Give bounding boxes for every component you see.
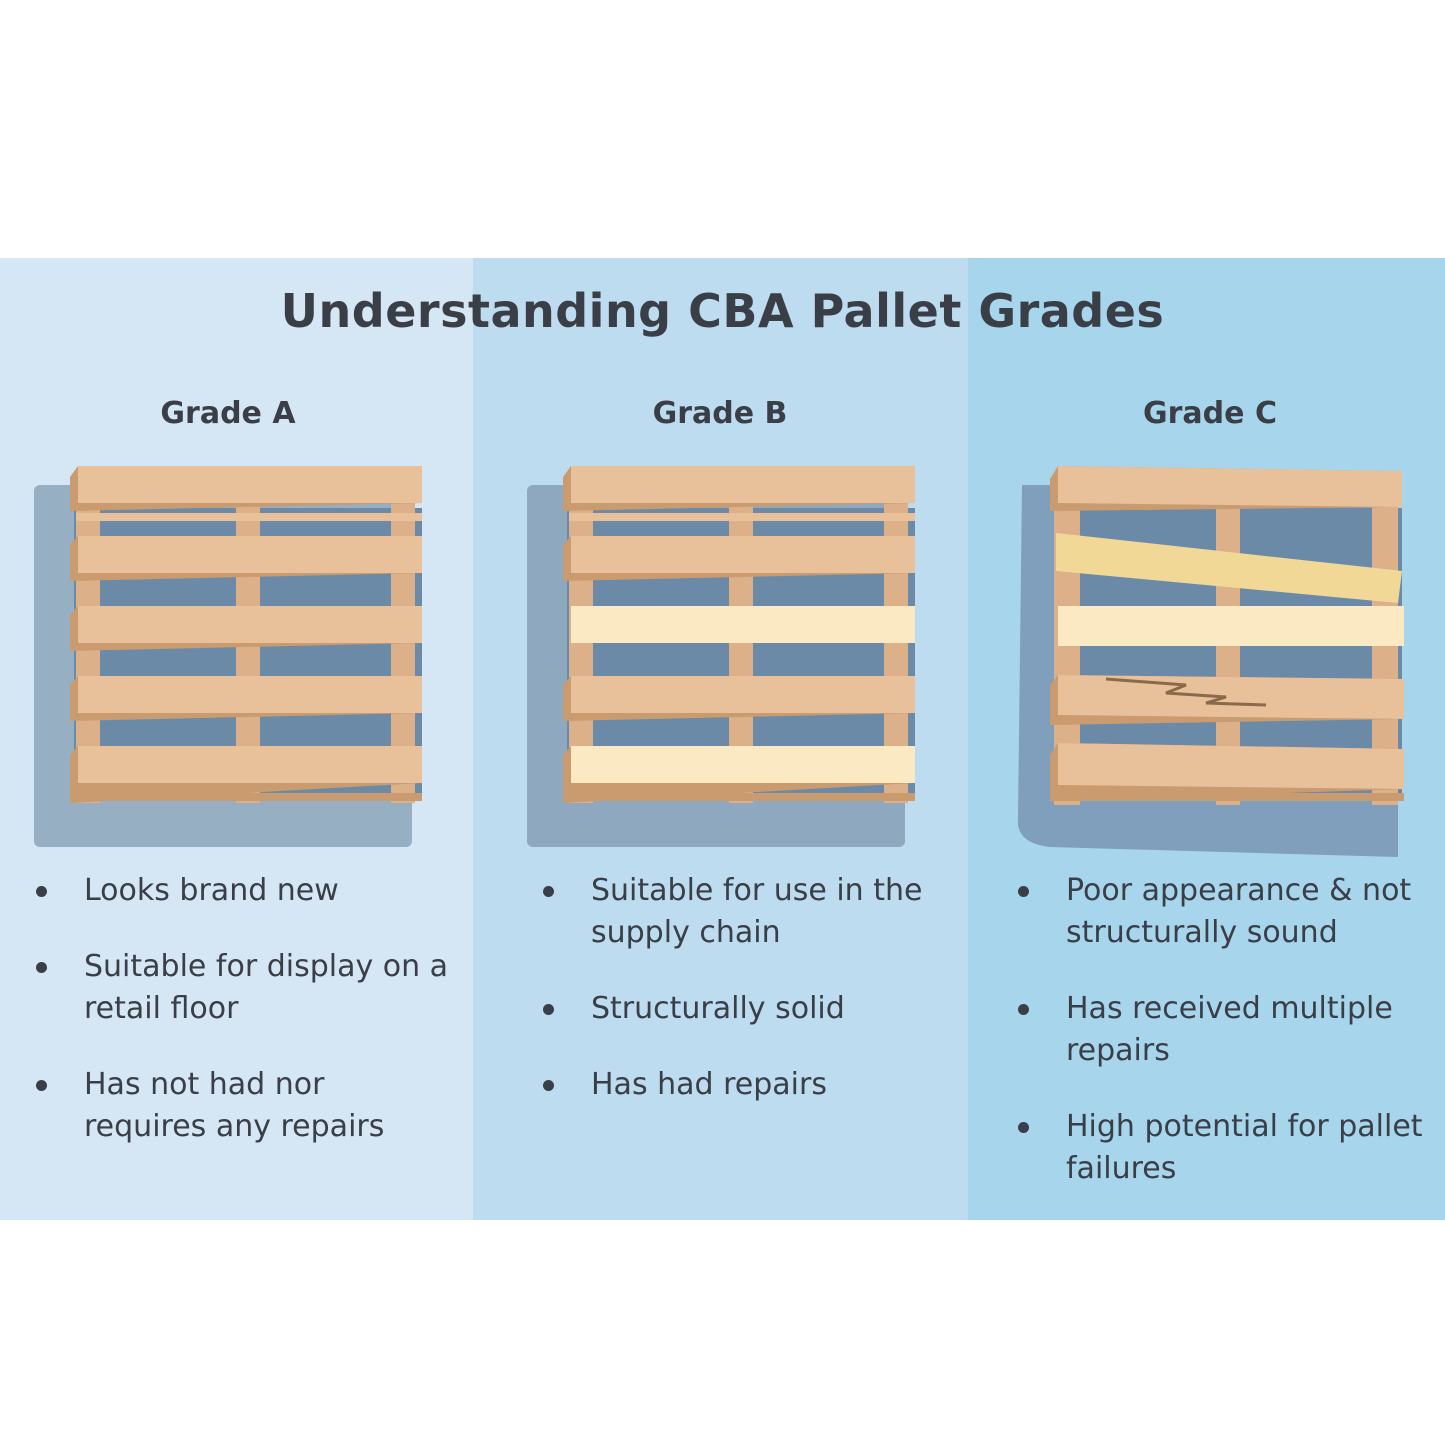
pallet-boards bbox=[1050, 466, 1404, 801]
grade-b-bullets: Suitable for use in the supply chain Str… bbox=[543, 870, 953, 1140]
list-item: Structurally solid bbox=[543, 988, 953, 1030]
new-board bbox=[571, 746, 915, 783]
grade-b-pallet-illustration bbox=[527, 466, 915, 847]
pallet-boards bbox=[563, 466, 915, 803]
pallet-boards bbox=[70, 466, 422, 803]
list-item: Suitable for use in the supply chain bbox=[543, 870, 953, 954]
list-item: Has received multiple repairs bbox=[1018, 988, 1438, 1072]
list-item: Poor appearance & not structurally sound bbox=[1018, 870, 1438, 954]
grade-a-panel: Grade A Looks brand new bbox=[0, 258, 473, 1220]
repair-board bbox=[1056, 533, 1402, 603]
crack-mark bbox=[1105, 677, 1267, 707]
list-item: Suitable for display on a retail floor bbox=[36, 946, 456, 1030]
grade-c-bullets: Poor appearance & not structurally sound… bbox=[1018, 870, 1438, 1220]
list-item: High potential for pallet failures bbox=[1018, 1106, 1438, 1190]
list-item: Looks brand new bbox=[36, 870, 456, 912]
new-board bbox=[571, 606, 915, 643]
grade-a-pallet-illustration bbox=[34, 466, 422, 847]
list-item: Has had repairs bbox=[543, 1064, 953, 1106]
grade-b-panel: Grade B Suitable for use in the sup bbox=[473, 258, 968, 1220]
grade-c-panel: Grade C Poor appearance & not structural… bbox=[968, 258, 1445, 1220]
grade-a-label: Grade A bbox=[160, 396, 296, 431]
grade-c-label: Grade C bbox=[1143, 396, 1277, 431]
list-item: Has not had nor requires any repairs bbox=[36, 1064, 456, 1148]
pallet-grades-infographic: Grade A Looks brand new bbox=[0, 258, 1445, 1220]
grade-b-label: Grade B bbox=[652, 396, 788, 431]
grade-c-pallet-illustration bbox=[1017, 466, 1404, 857]
page-title: Understanding CBA Pallet Grades bbox=[280, 284, 1165, 338]
new-board bbox=[1058, 606, 1404, 646]
grade-a-bullets: Looks brand new Suitable for display on … bbox=[36, 870, 456, 1182]
